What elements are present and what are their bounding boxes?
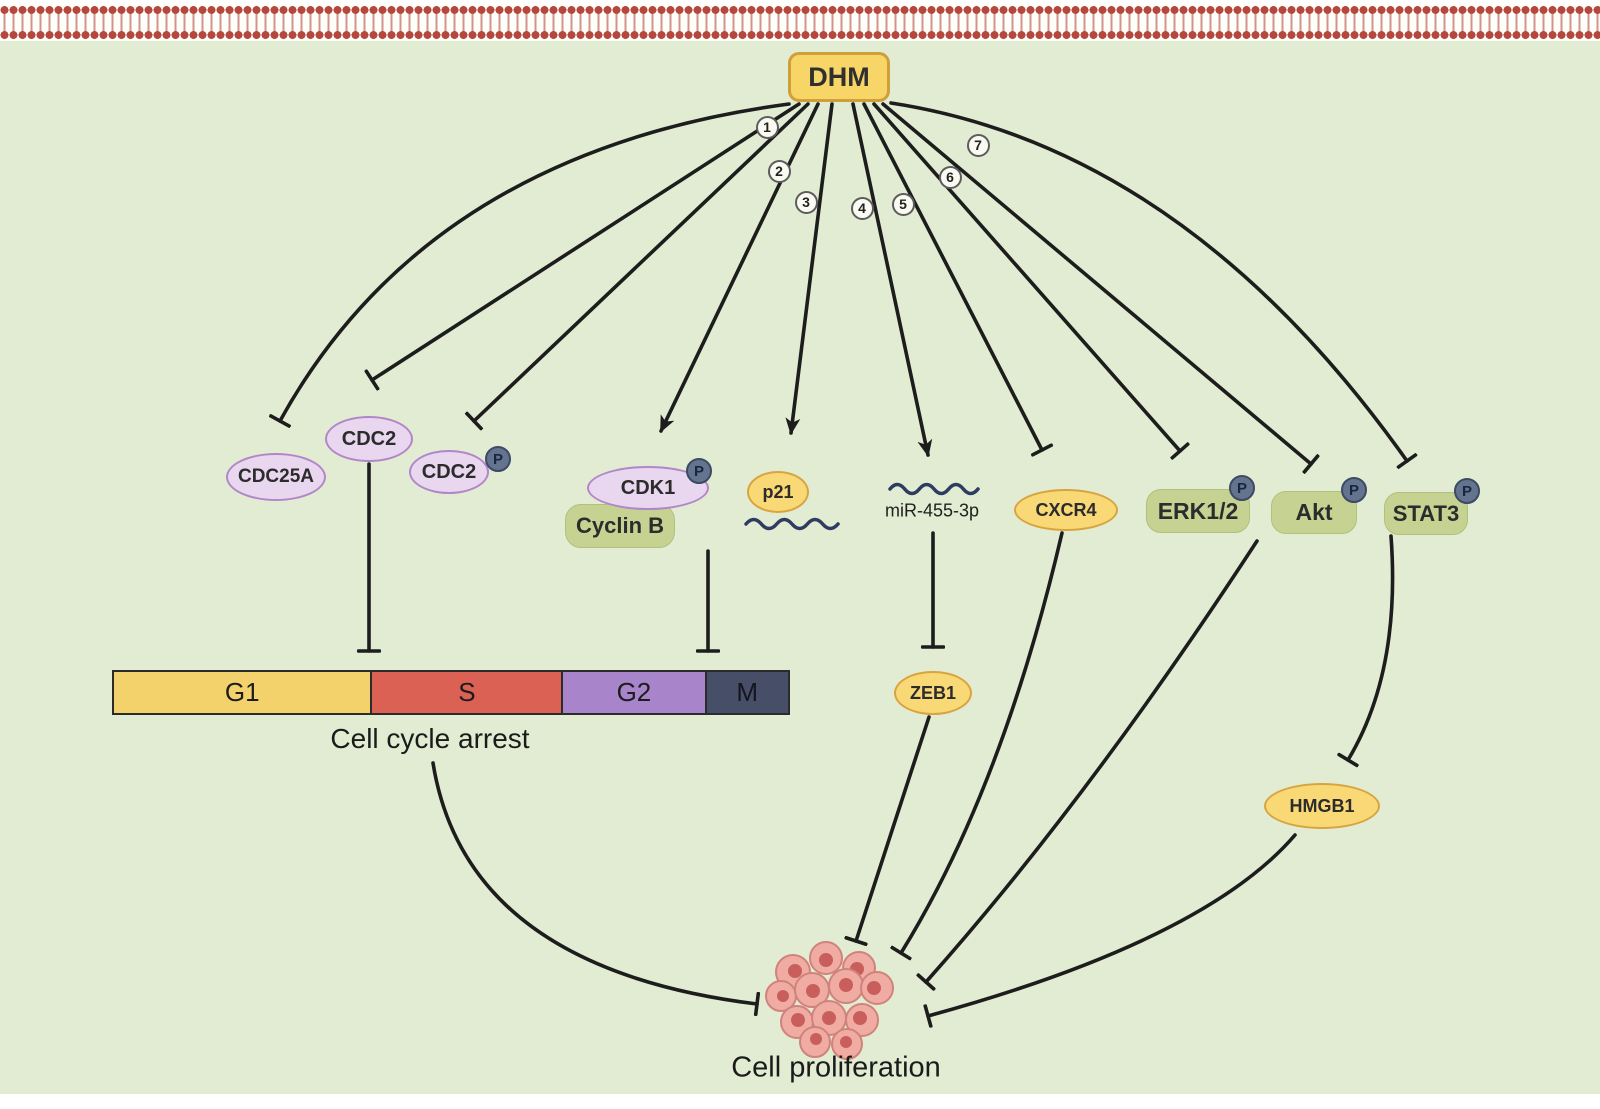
connector-dhm-akt-inhibit	[881, 102, 1311, 464]
connector-dhm-cxcr4-inhibit	[862, 102, 1042, 450]
connector-arrest-prolif-inhibit	[431, 761, 757, 1004]
tumor-cell-icon	[799, 1026, 831, 1058]
p21-rna-squiggle-icon	[744, 517, 840, 531]
connector-dhm-erk12-inhibit	[872, 102, 1180, 451]
connector-dhm-cdk1-activate	[659, 102, 820, 433]
tumor-cell-icon	[809, 941, 843, 975]
connector-dhm-cdc25a-inhibit	[280, 102, 791, 421]
cell-membrane	[0, 4, 1600, 41]
connector-cxcr4-prolif-inhibit	[901, 531, 1064, 953]
tumor-cell-icon	[828, 968, 864, 1004]
connector-stat3-hmgb1-inhibit	[1348, 534, 1395, 760]
cytoplasm-background	[0, 41, 1600, 1094]
connector-hmgb1-prolif-inhibit	[928, 833, 1297, 1016]
connector-zeb1-prolif-inhibit	[856, 715, 931, 941]
connector-dhm-mir-activate	[851, 102, 933, 457]
connector-erk-akt-prolif-inhibit	[926, 539, 1259, 982]
connector-dhm-stat3-inhibit	[889, 101, 1407, 461]
connector-dhm-cdc2-inhibit	[372, 102, 801, 380]
tumor-cell-icon	[765, 980, 797, 1012]
tumor-cell-icon	[860, 971, 894, 1005]
tumor-cell-icon	[845, 1003, 879, 1037]
mir-455-3p-squiggle-icon	[888, 482, 980, 496]
connector-dhm-cdc2p-inhibit	[474, 102, 810, 421]
tumor-cell-icon	[831, 1028, 863, 1060]
connector-dhm-p21-activate	[785, 102, 834, 435]
